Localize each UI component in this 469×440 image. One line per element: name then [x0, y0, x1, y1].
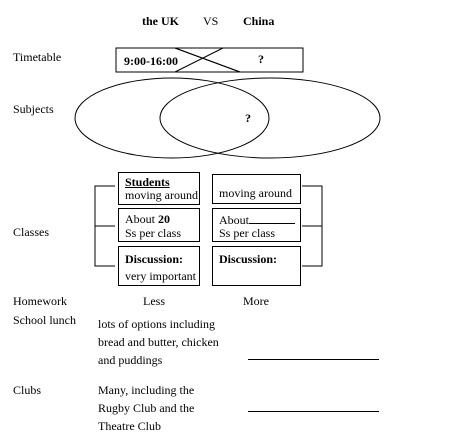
clubs-uk-line-2: Rugby Club and the	[98, 401, 195, 415]
class-uk-students-text: moving around	[125, 188, 198, 202]
class-box-china-size: About Ss per class	[212, 208, 301, 242]
class-uk-discussion-title: Discussion:	[125, 252, 184, 266]
class-uk-size-text: Ss per class	[125, 226, 181, 240]
class-box-uk-size: About 20 Ss per class	[118, 208, 200, 242]
lunch-china-answer-line	[248, 359, 379, 360]
lunch-uk-line-2: bread and butter, chicken	[98, 335, 219, 349]
timetable-uk-value: 9:00-16:00	[124, 54, 178, 68]
row-label-homework: Homework	[13, 294, 67, 308]
timetable-cross-line	[174, 47, 224, 73]
row-label-clubs: Clubs	[13, 383, 42, 397]
class-china-students-text: moving around	[219, 186, 292, 200]
venn-circle-china	[159, 77, 381, 159]
header-uk: the UK	[142, 14, 179, 28]
clubs-china-answer-line	[248, 411, 379, 412]
class-china-discussion-title: Discussion:	[219, 252, 278, 266]
row-label-timetable: Timetable	[13, 50, 62, 64]
class-box-uk-discussion: Discussion: very important	[118, 246, 200, 286]
class-box-china-discussion: Discussion:	[212, 246, 301, 286]
homework-uk-value: Less	[143, 294, 165, 308]
homework-china-value: More	[243, 294, 269, 308]
clubs-uk-line-1: Many, including the	[98, 383, 195, 397]
class-china-size-title: About	[219, 212, 295, 227]
row-label-classes: Classes	[13, 225, 49, 239]
subjects-overlap-value: ?	[245, 111, 251, 125]
class-uk-size-title: About 20	[125, 212, 170, 226]
venn-circle-uk	[74, 77, 270, 159]
class-box-china-students: moving around	[212, 174, 301, 204]
class-uk-students-title: Students	[125, 175, 170, 189]
lunch-uk-line-1: lots of options including	[98, 317, 215, 331]
class-uk-discussion-text: very important	[125, 269, 196, 283]
timetable-box-china	[174, 47, 304, 73]
class-china-size-text: Ss per class	[219, 226, 275, 240]
class-box-uk-students: Students moving around	[118, 172, 200, 205]
row-label-lunch: School lunch	[13, 313, 76, 327]
lunch-uk-line-3: and puddings	[98, 353, 163, 367]
header-vs: VS	[203, 14, 219, 28]
timetable-china-value: ?	[258, 52, 264, 66]
row-label-subjects: Subjects	[13, 102, 54, 116]
class-china-size-blank	[249, 212, 295, 224]
clubs-uk-line-3: Theatre Club	[98, 419, 161, 433]
header-china: China	[243, 14, 275, 28]
